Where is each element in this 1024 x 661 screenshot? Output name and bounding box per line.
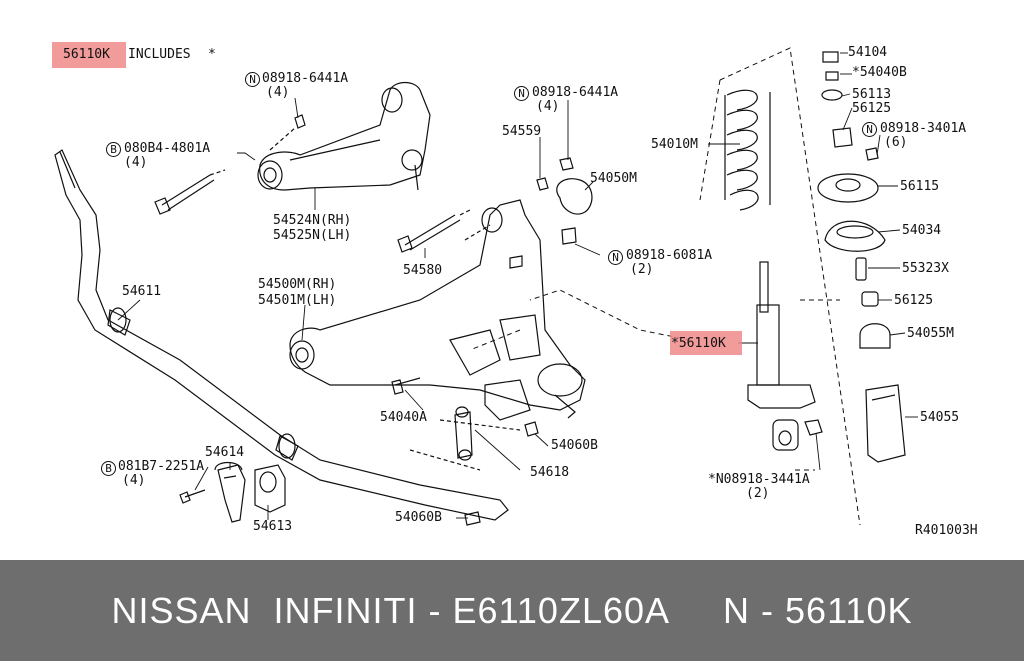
circle-b-icon: B [106, 142, 121, 157]
upper-arm-bolt-drawing [154, 114, 306, 215]
leader-lines [117, 52, 918, 520]
callout-08918-6441a-upper-qty: (4) [266, 85, 290, 100]
callout-54500m[interactable]: 54500M(RH) [258, 277, 337, 292]
parts-diagram: 56110K INCLUDES * 54104 *54040B 56113 56… [52, 42, 978, 538]
callout-54010m[interactable]: 54010M [651, 137, 698, 152]
callout-081b7-2251a-qty: (4) [122, 473, 146, 488]
header-part-number: 56110K [63, 47, 110, 62]
callout-081b7-2251a[interactable]: 081B7-2251A [118, 459, 205, 474]
callout-55323x[interactable]: 55323X [902, 261, 949, 276]
callout-54580[interactable]: 54580 [403, 263, 443, 278]
callout-54060b-upper[interactable]: 54060B [551, 438, 598, 453]
callout-08918-6081a-qty: (2) [630, 262, 654, 277]
diagram-drawing [54, 47, 918, 526]
stabilizer-link-drawing [409, 406, 521, 526]
callout-54613[interactable]: 54613 [253, 519, 293, 534]
lower-arm-drawing [289, 199, 586, 421]
callout-080b4-4801a[interactable]: 080B4-4801A [124, 141, 211, 156]
callout-08918-3401a[interactable]: 08918-3401A [880, 121, 967, 136]
callout-54060b-lower[interactable]: 54060B [395, 510, 442, 525]
callout-08918-3401a-qty: (6) [884, 135, 908, 150]
callout-56125-upper[interactable]: 56125 [852, 101, 892, 116]
callout-54055[interactable]: 54055 [920, 410, 960, 425]
callout-54501m[interactable]: 54501M(LH) [258, 293, 337, 308]
header-includes-mark: * [208, 47, 216, 62]
callout-54525n[interactable]: 54525N(LH) [273, 228, 352, 243]
shock-absorber-drawing [747, 261, 823, 451]
callout-56113[interactable]: 56113 [852, 87, 892, 102]
callout-54034[interactable]: 54034 [902, 223, 942, 238]
lower-arm-hardware-drawing [391, 157, 593, 437]
strut-mount-stack-drawing [817, 51, 906, 463]
callout-08918-6441a-mid-qty: (4) [536, 99, 560, 114]
circle-n-icon: N [245, 72, 260, 87]
callout-54611[interactable]: 54611 [122, 284, 162, 299]
coil-spring-drawing [724, 89, 771, 211]
stabilizer-bar-drawing [54, 149, 509, 521]
callout-08918-6441a-mid[interactable]: 08918-6441A [532, 85, 619, 100]
callout-54055m[interactable]: 54055M [907, 326, 954, 341]
callout-080b4-4801a-qty: (4) [124, 155, 148, 170]
footer-bar: NISSAN INFINITI - E6110ZL60A N - 56110K [0, 560, 1024, 661]
footer-part-info: NISSAN INFINITI - E6110ZL60A N - 56110K [111, 589, 913, 631]
circle-b-icon: B [101, 461, 116, 476]
drawing-code: R401003H [915, 523, 978, 538]
stabilizer-clamp-drawing [179, 461, 286, 523]
circle-n-icon: N [862, 122, 877, 137]
callout-56110k-strut[interactable]: *56110K [671, 336, 726, 351]
callout-54104[interactable]: 54104 [848, 45, 888, 60]
callout-56115[interactable]: 56115 [900, 179, 940, 194]
upper-arm-drawing [257, 81, 431, 191]
strut-part-highlight [670, 331, 742, 355]
assembly-frame-lines [469, 47, 861, 526]
circle-n-icon: N [514, 86, 529, 101]
callout-54050m[interactable]: 54050M [590, 171, 637, 186]
header-part-highlight [52, 42, 126, 68]
callout-54559[interactable]: 54559 [502, 124, 542, 139]
callout-08918-3441a-bottom[interactable]: *N08918-3441A [708, 472, 810, 487]
callout-54524n[interactable]: 54524N(RH) [273, 213, 352, 228]
callout-08918-6441a-upper[interactable]: 08918-6441A [262, 71, 349, 86]
callout-08918-3441a-bottom-qty: (2) [746, 486, 770, 501]
callout-54618[interactable]: 54618 [530, 465, 570, 480]
callout-56125-lower[interactable]: 56125 [894, 293, 934, 308]
callout-54040a[interactable]: 54040A [380, 410, 427, 425]
callout-54614[interactable]: 54614 [205, 445, 245, 460]
circle-n-icon: N [608, 250, 623, 265]
callout-54040b[interactable]: *54040B [852, 65, 907, 80]
callout-08918-6081a[interactable]: 08918-6081A [626, 248, 713, 263]
header-includes-label: INCLUDES [128, 47, 191, 62]
